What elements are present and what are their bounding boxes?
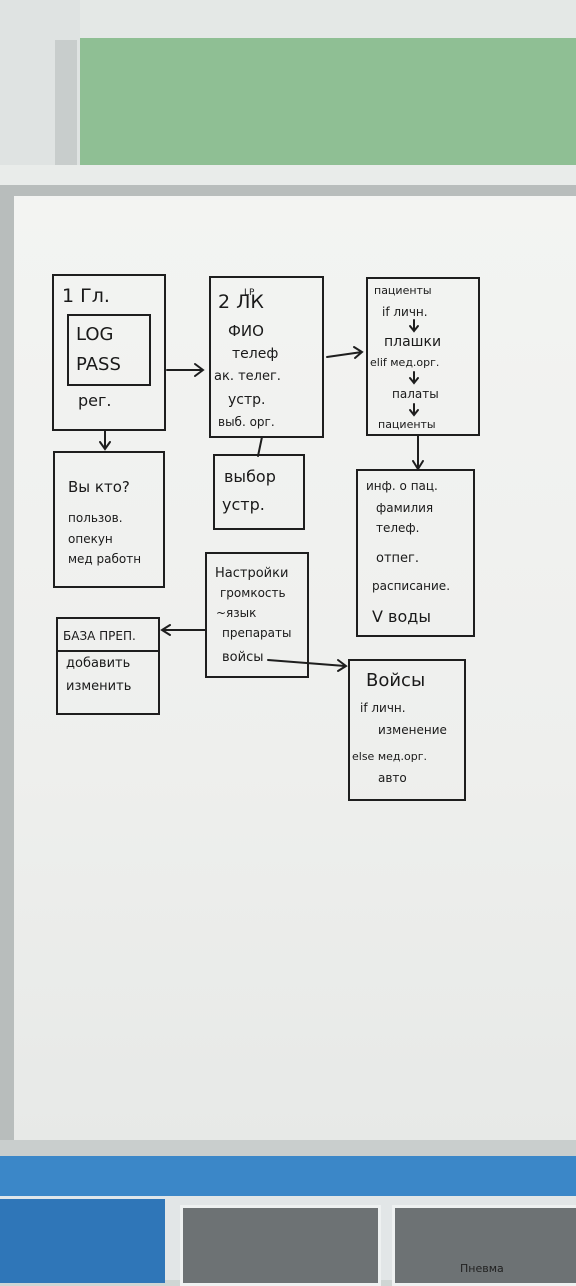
- settings-language: ~язык: [216, 606, 256, 620]
- arrow-patients-to-info: [412, 435, 424, 471]
- voices-auto: авто: [378, 771, 407, 785]
- screen1-password: PASS: [76, 354, 121, 375]
- patients-if-personal: if личн.: [382, 305, 428, 319]
- box-screen2: [209, 276, 324, 438]
- device-line-1: выбор: [224, 467, 276, 486]
- bin-label: Пневма: [460, 1262, 504, 1275]
- patients-wards: палаты: [392, 387, 439, 401]
- arrow-settings-to-voices: [267, 659, 348, 672]
- patients-arrow-3: [409, 403, 419, 417]
- screen2-title: 2 ЛК: [218, 291, 264, 313]
- arrow-screen1-to-who: [99, 429, 111, 451]
- box-drugbase: [56, 617, 160, 715]
- screen2-phone: телеф: [232, 346, 278, 362]
- box-who: [53, 451, 165, 588]
- voices-title: Войсы: [366, 670, 425, 691]
- screen2-org: выб. орг.: [218, 415, 275, 429]
- screen2-device: устр.: [228, 392, 265, 408]
- patients-elif-org: elif мед.орг.: [370, 356, 439, 369]
- patients-arrow-1: [409, 319, 419, 333]
- settings-volume: громкость: [220, 586, 286, 600]
- ceiling-wall: [0, 0, 576, 40]
- info-schedule: расписание.: [372, 579, 450, 593]
- screen2-telegram: ак. телег.: [214, 369, 281, 384]
- patients-list: пациенты: [378, 418, 436, 431]
- info-surname: фамилия: [376, 501, 433, 515]
- screen1-register: рег.: [78, 391, 112, 410]
- screen2-superscript: LP: [244, 288, 255, 298]
- whiteboard: [14, 196, 576, 1144]
- box-patients: [366, 277, 480, 436]
- screen2-fio: ФИО: [228, 322, 264, 340]
- patients-title: пациенты: [374, 284, 432, 297]
- patients-arrow-2: [409, 371, 419, 385]
- patients-cards: плашки: [384, 334, 441, 350]
- voices-change: изменение: [378, 723, 447, 737]
- device-line-2: устр.: [222, 495, 265, 514]
- screen1-title: 1 Гл.: [62, 285, 110, 307]
- drugbase-title: БАЗА ПРЕП.: [63, 629, 136, 643]
- box-patientinfo: [356, 469, 475, 637]
- settings-title: Настройки: [215, 566, 288, 581]
- settings-voices: войсы: [222, 650, 263, 665]
- box-login-inner: [67, 314, 151, 386]
- box-voices: [348, 659, 466, 801]
- info-water: V воды: [372, 607, 431, 626]
- arrow-settings-to-drugbase: [160, 624, 207, 636]
- settings-drugs: препараты: [222, 626, 291, 640]
- info-telegram: отпег.: [376, 551, 419, 566]
- blue-cabinet-door: [0, 1196, 165, 1283]
- screen1-login: LOG: [76, 324, 114, 345]
- drugbase-edit: изменить: [66, 679, 131, 694]
- line-screen2-to-device: [257, 436, 263, 457]
- box-screen1: [52, 274, 166, 431]
- green-wall: [60, 38, 576, 173]
- storage-bin-left: [180, 1205, 381, 1286]
- who-question: Вы кто?: [68, 478, 130, 496]
- arrow-screen1-to-screen2: [166, 363, 205, 377]
- info-phone: телеф.: [376, 521, 420, 535]
- pillar-edge: [55, 40, 77, 175]
- who-item-medworker: мед работн: [68, 552, 141, 566]
- box-settings: [205, 552, 309, 678]
- voices-else-org: else мед.орг.: [352, 750, 427, 763]
- who-item-user: пользов.: [68, 511, 123, 525]
- arrow-screen2-to-patients: [326, 346, 364, 359]
- who-item-guardian: опекун: [68, 532, 113, 546]
- blue-cabinet-top: [0, 1156, 576, 1196]
- drugbase-add: добавить: [66, 656, 130, 671]
- info-title: инф. о пац.: [366, 479, 438, 493]
- voices-if-personal: if личн.: [360, 701, 406, 715]
